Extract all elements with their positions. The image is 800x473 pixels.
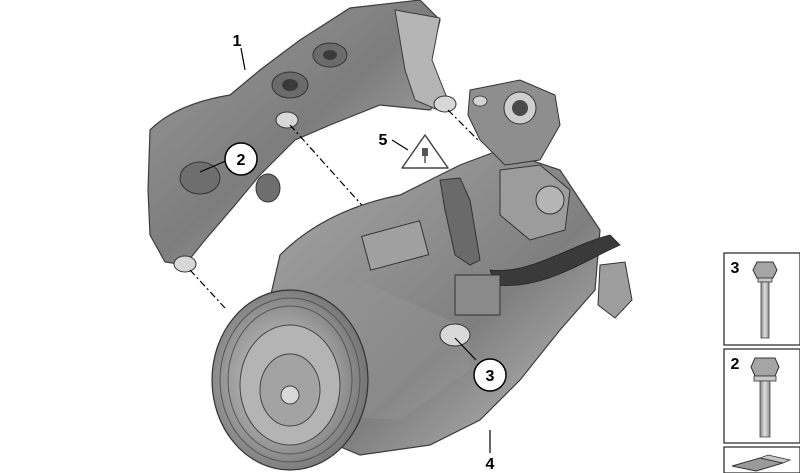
next-arrow-icon[interactable] [723, 446, 800, 473]
warning-triangle-icon [401, 134, 449, 169]
callout-1: 1 [233, 33, 242, 50]
bolt-3-icon [752, 261, 778, 339]
callout-3: 3 [486, 368, 495, 385]
callout-2-circle: 2 [224, 142, 258, 176]
legend-label-2: 2 [731, 356, 740, 373]
mounting-bracket [147, 0, 457, 273]
callout-5: 5 [379, 132, 388, 149]
callout-3-circle: 3 [473, 358, 507, 392]
compressor-pulley [211, 289, 369, 471]
bolt-2-icon [750, 357, 780, 438]
legend-panel: 3 2 [723, 252, 800, 473]
legend-label-3: 3 [731, 260, 740, 277]
callout-4: 4 [486, 456, 495, 473]
callout-2: 2 [237, 152, 246, 169]
assembly-lines [189, 109, 479, 309]
leader-lines [199, 47, 491, 453]
